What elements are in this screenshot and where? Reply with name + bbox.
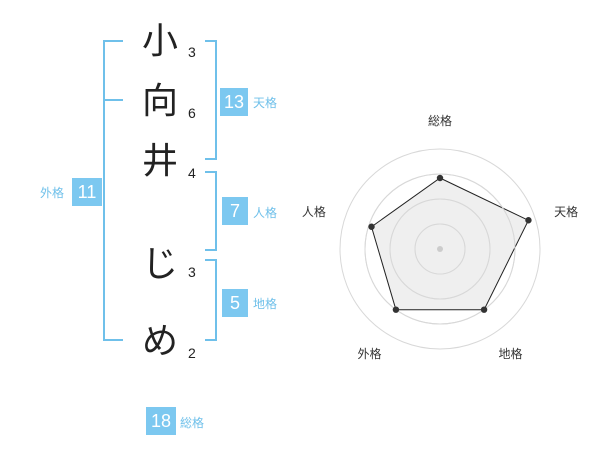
stroke-count-2: 6	[188, 105, 196, 121]
jinkaku-badge: 7	[222, 197, 248, 225]
tenkaku-bracket	[205, 40, 217, 160]
radar-label-3: 地格	[498, 346, 522, 360]
stroke-count-3: 4	[188, 165, 196, 181]
radar-label-2: 天格	[554, 204, 578, 219]
name-char-5: め	[141, 321, 178, 362]
gaikaku-label: 外格	[40, 186, 65, 200]
jinkaku-bracket	[205, 171, 217, 251]
tenkaku-label: 天格	[253, 96, 278, 110]
name-char-1: 小	[141, 21, 178, 62]
radar-polygon	[370, 177, 530, 311]
gaikaku-bracket	[103, 40, 123, 341]
gaikaku-badge: 11	[72, 178, 102, 206]
soukaku-badge: 18	[146, 407, 176, 435]
radar-point-4	[392, 306, 400, 313]
chikaku-label: 地格	[253, 297, 278, 311]
jinkaku-label: 人格	[253, 206, 278, 220]
name-char-2: 向	[141, 81, 178, 122]
radar-label-5: 人格	[302, 204, 326, 219]
chikaku-badge: 5	[222, 289, 248, 317]
radar-ring-overlay	[389, 198, 491, 300]
stroke-count-5: 2	[188, 345, 196, 361]
soukaku-label: 総格	[180, 416, 205, 430]
radar-points	[368, 174, 532, 313]
stroke-count-1: 3	[188, 44, 196, 60]
tenkaku-badge: 13	[220, 88, 248, 116]
name-char-4: じ	[141, 244, 178, 285]
radar-ring-overlay	[364, 173, 516, 325]
radar-ring-overlay	[414, 223, 466, 275]
radar-point-3	[480, 306, 488, 313]
radar-point-1	[436, 174, 444, 182]
stroke-count-4: 3	[188, 264, 196, 280]
name-char-3: 井	[141, 141, 178, 182]
gaikaku-bracket-tick	[103, 99, 123, 101]
radar-label-1: 総格	[428, 113, 452, 128]
radar-label-4: 外格	[357, 346, 381, 360]
radar-point-2	[525, 217, 532, 224]
radar-center	[437, 246, 443, 252]
radar-point-5	[368, 223, 375, 230]
chikaku-bracket	[205, 259, 217, 341]
